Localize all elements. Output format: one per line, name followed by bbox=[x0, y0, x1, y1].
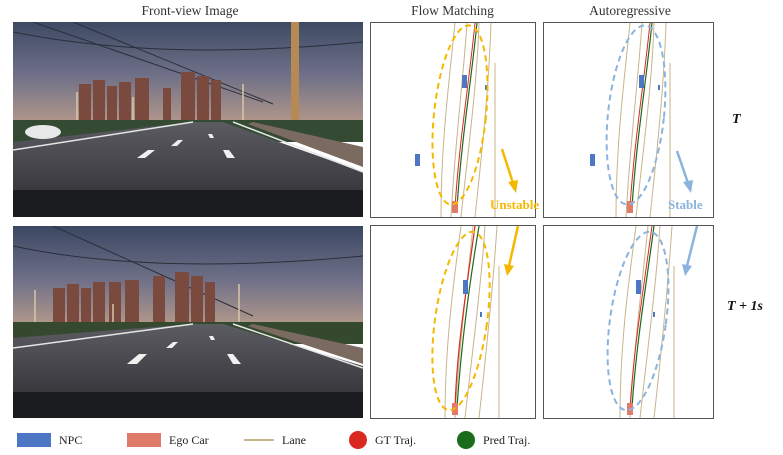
legend-item-pred-traj: Pred Traj. bbox=[457, 430, 530, 450]
unstable-arrow bbox=[500, 148, 515, 184]
gt-trajectory bbox=[454, 23, 476, 209]
ego-car-swatch bbox=[127, 433, 161, 447]
npc-vehicle bbox=[415, 154, 420, 166]
legend-item-gt-traj: GT Traj. bbox=[349, 430, 416, 450]
front-view-header: Front-view Image bbox=[141, 3, 239, 18]
front-view-image-t bbox=[13, 22, 363, 217]
npc-swatch bbox=[17, 433, 51, 447]
legend-label-ego-car: Ego Car bbox=[169, 432, 209, 447]
highlight-ellipse bbox=[431, 24, 489, 206]
legend: NPC Ego Car Lane GT Traj. Pred Traj. bbox=[0, 430, 783, 450]
legend-label-npc: NPC bbox=[59, 432, 83, 447]
row-label-t-plus-1s: T + 1s bbox=[727, 299, 763, 314]
autoregressive-header: Autoregressive bbox=[589, 3, 671, 18]
lane-swatch bbox=[244, 439, 274, 441]
autoregressive-plot-t-plus-1s bbox=[543, 225, 714, 419]
flow-matching-plot-t bbox=[370, 22, 536, 218]
unstable-label-t: Unstable bbox=[490, 197, 540, 212]
legend-item-ego-car: Ego Car bbox=[127, 430, 209, 450]
autoregressive-plot-t bbox=[543, 22, 714, 218]
ego-car bbox=[452, 201, 458, 213]
flow-matching-header: Flow Matching bbox=[411, 3, 494, 18]
pred-traj-swatch bbox=[457, 431, 475, 449]
legend-item-lane: Lane bbox=[244, 430, 306, 450]
stable-label-t: Stable bbox=[668, 197, 703, 212]
flow-matching-plot-t-plus-1s bbox=[370, 225, 536, 419]
lane-lines bbox=[440, 23, 496, 217]
row-label-t: T bbox=[732, 112, 741, 127]
npc-vehicle bbox=[485, 85, 487, 90]
front-view-image-t-plus-1s bbox=[13, 226, 363, 418]
legend-label-pred-traj: Pred Traj. bbox=[483, 432, 531, 447]
npc-vehicle bbox=[462, 75, 467, 88]
legend-label-lane: Lane bbox=[282, 432, 306, 447]
gt-traj-swatch bbox=[349, 431, 367, 449]
legend-item-npc: NPC bbox=[17, 430, 82, 450]
legend-label-gt-traj: GT Traj. bbox=[375, 432, 417, 447]
pred-trajectory bbox=[456, 23, 478, 209]
